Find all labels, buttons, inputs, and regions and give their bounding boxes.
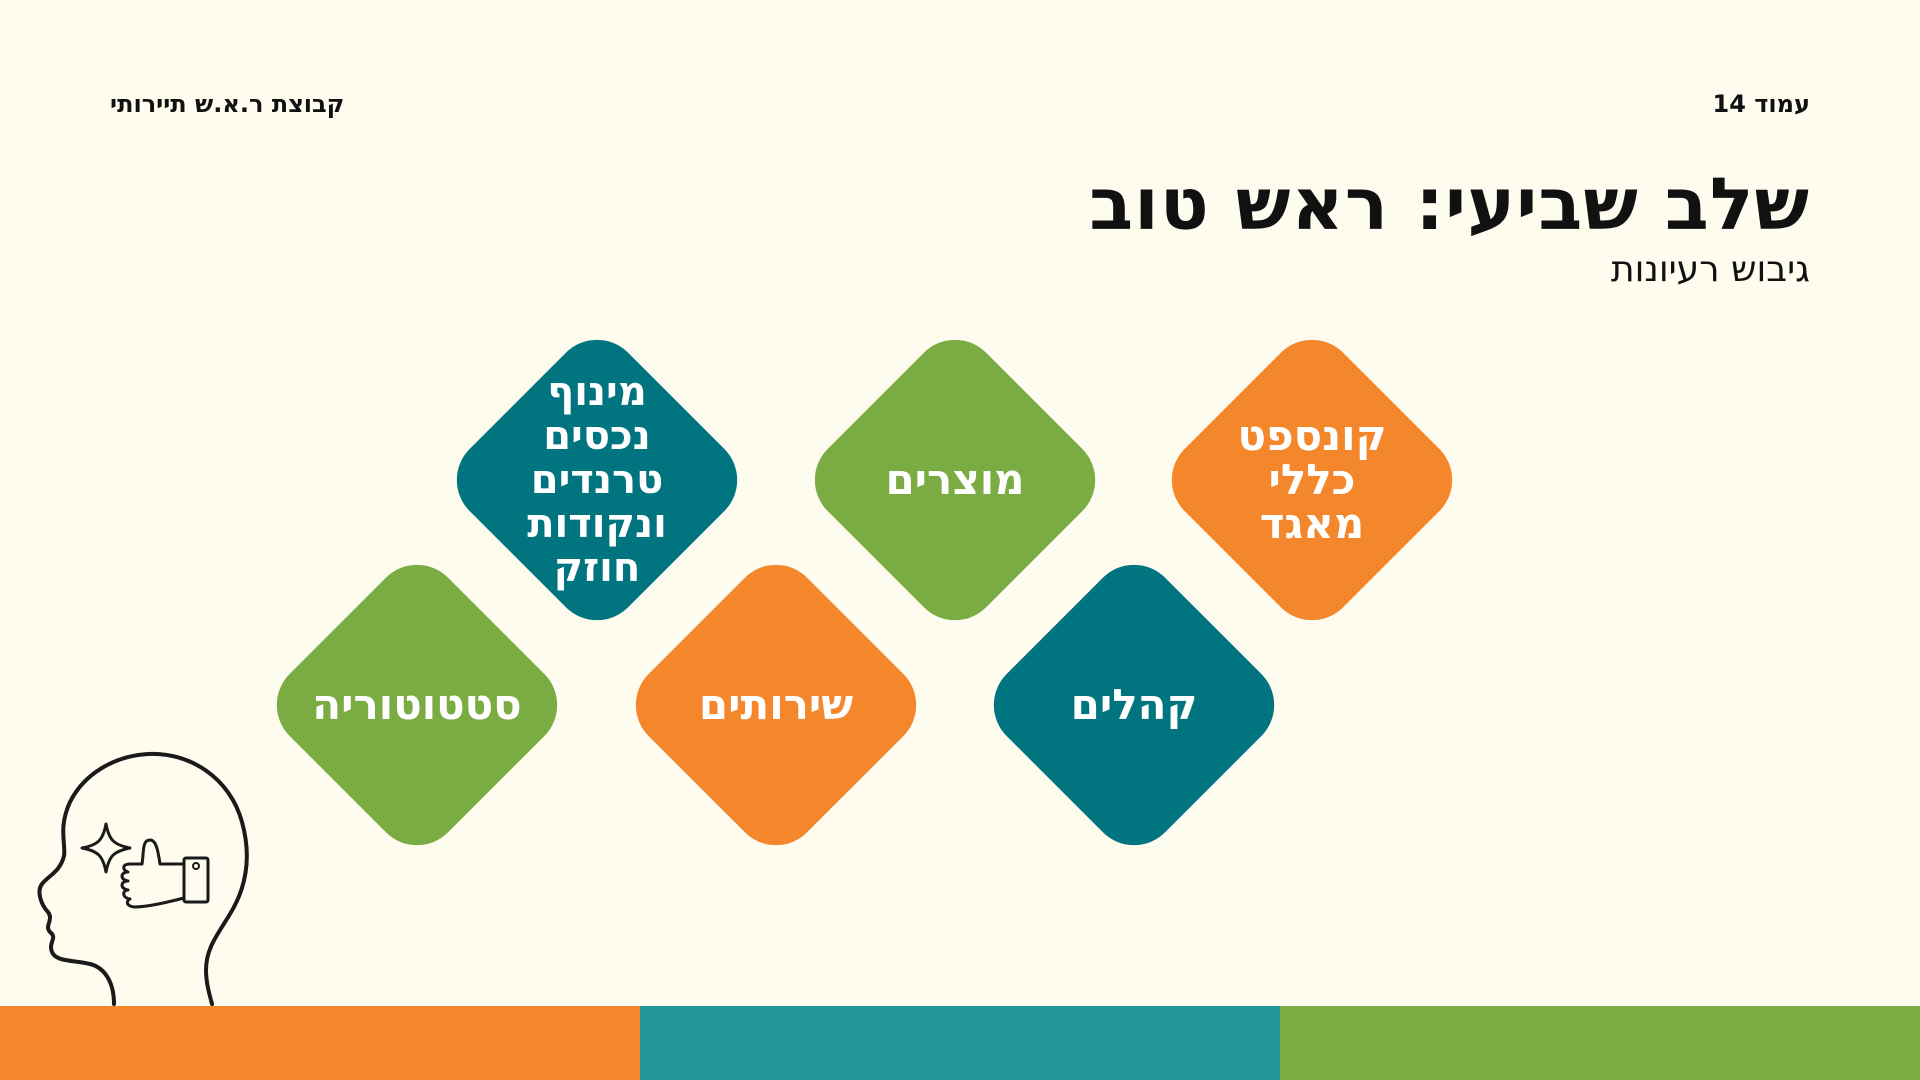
bar-orange bbox=[0, 1006, 640, 1080]
bar-green bbox=[1280, 1006, 1920, 1080]
tile-label: סטטוטוריה bbox=[312, 680, 522, 729]
brand-name: קבוצת ר.א.ש תיירותי bbox=[110, 90, 345, 118]
tile-label: קונספט כללי מאגד bbox=[1237, 411, 1387, 548]
bottom-color-bar bbox=[0, 1006, 1920, 1080]
tile-products: מוצרים bbox=[796, 321, 1114, 639]
tile-services: שירותים bbox=[617, 546, 935, 864]
tile-label: שירותים bbox=[698, 680, 854, 729]
bar-teal bbox=[640, 1006, 1280, 1080]
tile-label: מינוף נכסים טרנדים ונקודות חוזק bbox=[527, 369, 667, 591]
tile-label: מוצרים bbox=[885, 455, 1025, 504]
tile-concept: קונספט כללי מאגד bbox=[1153, 321, 1471, 639]
page-subtitle: גיבוש רעיונות bbox=[1610, 249, 1810, 290]
page-number: עמוד 14 bbox=[1712, 90, 1810, 118]
tile-assets: מינוף נכסים טרנדים ונקודות חוזק bbox=[438, 321, 756, 639]
page-title: שלב שביעי: ראש טוב bbox=[1089, 162, 1810, 246]
tile-label: קהלים bbox=[1070, 680, 1198, 729]
head-thumbs-up-sparkle-icon bbox=[37, 751, 249, 1006]
tile-audiences: קהלים bbox=[975, 546, 1293, 864]
tile-statutory: סטטוטוריה bbox=[258, 546, 576, 864]
